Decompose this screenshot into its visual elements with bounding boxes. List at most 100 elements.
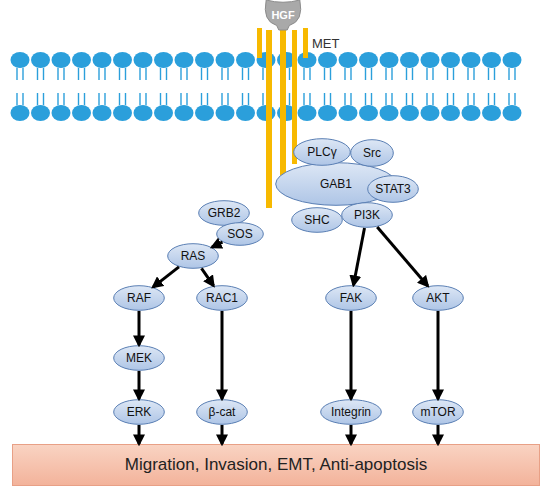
- signal-arrow: [350, 425, 353, 444]
- protein-name: Src: [363, 146, 381, 160]
- lipid-tail: [371, 68, 372, 80]
- lipid-head: [236, 52, 255, 68]
- lipid-tail: [84, 68, 85, 80]
- signal-arrow: [437, 425, 440, 444]
- lipid-head: [400, 105, 419, 121]
- lipid-head: [339, 105, 358, 121]
- lipid-tail: [473, 68, 474, 80]
- lipid-tail: [160, 68, 161, 80]
- lipid-tail: [453, 93, 454, 105]
- lipid-tail: [139, 93, 140, 105]
- signal-arrow: [201, 268, 213, 285]
- protein-name: FAK: [340, 291, 363, 305]
- lipid-tail: [365, 68, 366, 80]
- lipid-tail: [248, 93, 249, 105]
- signal-arrow: [437, 311, 440, 399]
- lipid-tail: [406, 93, 407, 105]
- lipid-head: [216, 52, 235, 68]
- lipid-tail: [119, 68, 120, 80]
- lipid-tail: [467, 68, 468, 80]
- lipid-head: [318, 105, 337, 121]
- lipid-tail: [186, 68, 187, 80]
- lipid-tail: [309, 68, 310, 80]
- lipid-tail: [221, 93, 222, 105]
- lipid-tail: [78, 93, 79, 105]
- signal-arrow: [138, 311, 141, 345]
- lipid-tail: [22, 93, 23, 105]
- signal-arrow: [138, 425, 141, 444]
- lipid-tail: [494, 93, 495, 105]
- lipid-head: [462, 105, 481, 121]
- lipid-head: [72, 52, 91, 68]
- lipid-tail: [145, 68, 146, 80]
- protein-name: SHC: [304, 213, 329, 227]
- lipid-tail: [242, 93, 243, 105]
- lipid-tail: [426, 93, 427, 105]
- lipid-head: [421, 105, 440, 121]
- lipid-head: [134, 52, 153, 68]
- lipid-tail: [125, 68, 126, 80]
- protein-name: HGF: [271, 9, 294, 21]
- lipid-tail: [365, 93, 366, 105]
- protein-ellipse: ERK: [113, 399, 165, 425]
- lipid-head: [52, 105, 71, 121]
- signal-arrow: [221, 425, 224, 444]
- protein-ellipse: RAF: [113, 285, 165, 311]
- lipid-tail: [227, 68, 228, 80]
- lipid-tail: [344, 93, 345, 105]
- lipid-tail: [104, 93, 105, 105]
- protein-ellipse: β-cat: [196, 399, 248, 425]
- lipid-tail: [514, 68, 515, 80]
- lipid-tail: [242, 68, 243, 80]
- receptor-chain: [280, 30, 286, 178]
- lipid-tail: [350, 68, 351, 80]
- lipid-tail: [207, 93, 208, 105]
- lipid-tail: [371, 93, 372, 105]
- receptor-chain: [303, 28, 308, 58]
- lipid-tail: [57, 93, 58, 105]
- lipid-tail: [63, 93, 64, 105]
- signal-arrow: [212, 242, 222, 247]
- protein-name: AKT: [426, 291, 449, 305]
- lipid-tail: [37, 93, 38, 105]
- lipid-head: [72, 105, 91, 121]
- lipid-tail: [248, 68, 249, 80]
- lipid-tail: [166, 93, 167, 105]
- lipid-head: [175, 52, 194, 68]
- lipid-head: [52, 52, 71, 68]
- lipid-head: [482, 105, 501, 121]
- lipid-tail: [227, 93, 228, 105]
- lipid-tail: [145, 93, 146, 105]
- lipid-tail: [98, 68, 99, 80]
- protein-ellipse: Integrin: [320, 399, 382, 425]
- lipid-head: [154, 52, 173, 68]
- lipid-tail: [473, 93, 474, 105]
- receptor-chain: [266, 30, 272, 208]
- lipid-head: [482, 52, 501, 68]
- lipid-tail: [385, 68, 386, 80]
- lipid-tail: [453, 68, 454, 80]
- lipid-head: [134, 105, 153, 121]
- receptor-label: MET: [312, 36, 339, 51]
- lipid-tail: [16, 93, 17, 105]
- lipid-head: [154, 105, 173, 121]
- lipid-tail: [201, 68, 202, 80]
- lipid-tail: [166, 68, 167, 80]
- lipid-tail: [16, 68, 17, 80]
- ligand-shape: HGF: [262, 0, 304, 30]
- lipid-head: [31, 52, 50, 68]
- lipid-head: [195, 52, 214, 68]
- lipid-tail: [324, 93, 325, 105]
- lipid-head: [113, 52, 132, 68]
- lipid-head: [400, 52, 419, 68]
- lipid-tail: [78, 68, 79, 80]
- lipid-head: [503, 52, 522, 68]
- lipid-tail: [262, 93, 263, 105]
- lipid-head: [339, 52, 358, 68]
- lipid-tail: [139, 68, 140, 80]
- lipid-tail: [180, 93, 181, 105]
- lipid-head: [31, 105, 50, 121]
- lipid-tail: [406, 68, 407, 80]
- signal-arrow: [377, 227, 428, 286]
- lipid-head: [380, 105, 399, 121]
